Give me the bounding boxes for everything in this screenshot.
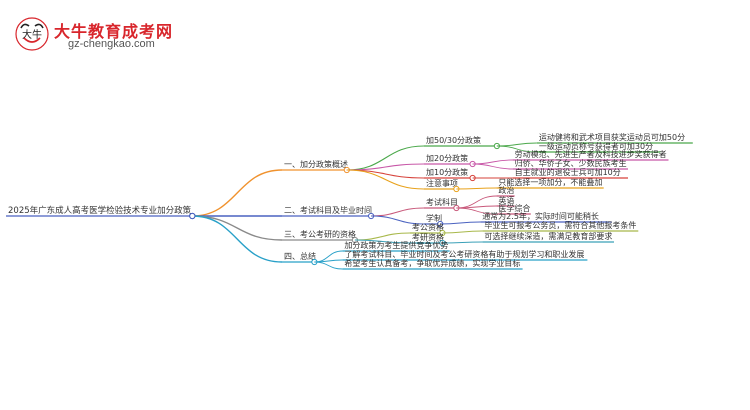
connector-line <box>456 205 497 209</box>
connector-line <box>472 163 513 170</box>
connector-line <box>371 215 425 225</box>
connector-line <box>496 142 537 147</box>
branch-node[interactable]: 三、考公考研的资格 <box>284 229 356 239</box>
leaf-node[interactable]: 希望考生认真备考，争取优异成绩，实现学业目标 <box>344 258 520 268</box>
connector-line <box>346 169 425 190</box>
branch-node[interactable]: 四、总结 <box>284 251 316 261</box>
bull-logo-icon: 大牛 <box>15 17 49 51</box>
topic-node[interactable]: 考公资格 <box>412 222 444 232</box>
connector-line <box>354 232 411 241</box>
leaf-node[interactable]: 通常为2.5年，实际时间可能稍长 <box>482 211 599 221</box>
leaf-node[interactable]: 运动健将和武术项目获奖运动员可加50分 <box>539 132 685 142</box>
connector-line <box>442 230 483 234</box>
connector-line <box>192 215 283 241</box>
topic-node[interactable]: 加20分政策 <box>426 153 468 163</box>
site-logo[interactable]: 大牛 大牛教育成考网 gz-chengkao.com <box>14 16 274 56</box>
site-url: gz-chengkao.com <box>68 38 155 50</box>
root-node[interactable]: 2025年广东成人高考医学检验技术专业加分政策 <box>8 205 192 216</box>
connector-line <box>371 207 425 217</box>
topic-node[interactable]: 加10分政策 <box>426 167 468 177</box>
connector-line <box>456 207 497 215</box>
leaf-node[interactable]: 政治 <box>498 185 514 195</box>
leaf-node[interactable]: 劳动模范、先进生产者及科技进步奖获得者 <box>515 149 667 159</box>
topic-node[interactable]: 加50/30分政策 <box>426 135 481 145</box>
leaf-node[interactable]: 英语 <box>498 195 514 205</box>
topic-node[interactable]: 学制 <box>426 213 442 223</box>
topic-node[interactable]: 考研资格 <box>412 232 444 242</box>
branch-node[interactable]: 二、考试科目及毕业时间 <box>284 205 372 215</box>
leaf-node[interactable]: 加分政策为考生提供竞争优势 <box>344 240 448 250</box>
connector-line <box>456 187 497 190</box>
leaf-node[interactable]: 只能选择一项加分，不能叠加 <box>498 177 602 187</box>
leaf-node[interactable]: 一级运动员称号获得者可加30分 <box>539 141 653 151</box>
connector-line <box>346 145 425 171</box>
leaf-node[interactable]: 自主就业的退役士兵可加10分 <box>515 167 621 177</box>
connector-line <box>314 261 343 270</box>
connector-line <box>192 169 283 217</box>
connector-line <box>440 221 481 225</box>
topic-node[interactable]: 考试科目 <box>426 197 458 207</box>
branch-node[interactable]: 一、加分政策概述 <box>284 159 348 169</box>
connector-line <box>192 215 283 263</box>
connector-line <box>354 239 411 244</box>
node-joint <box>189 212 196 220</box>
leaf-node[interactable]: 可选择继续深造，需满足教育部要求 <box>484 231 612 241</box>
leaf-node[interactable]: 了解考试科目、毕业时间及考公考研资格有助于规划学习和职业发展 <box>344 249 584 259</box>
leaf-node[interactable]: 医学综合 <box>498 203 530 213</box>
connector-line <box>496 145 537 153</box>
leaf-node[interactable]: 归侨、华侨子女、少数民族考生 <box>515 158 627 168</box>
site-name: 大牛教育成考网 <box>54 22 174 41</box>
topic-node[interactable]: 注意事项 <box>426 178 458 188</box>
leaf-node[interactable]: 毕业生可报考公务员，需符合其他报考条件 <box>484 220 636 230</box>
connector-line <box>472 159 513 165</box>
connector-line <box>442 241 483 244</box>
connector-line <box>314 259 343 263</box>
logo-glyph: 大牛 <box>22 28 42 41</box>
